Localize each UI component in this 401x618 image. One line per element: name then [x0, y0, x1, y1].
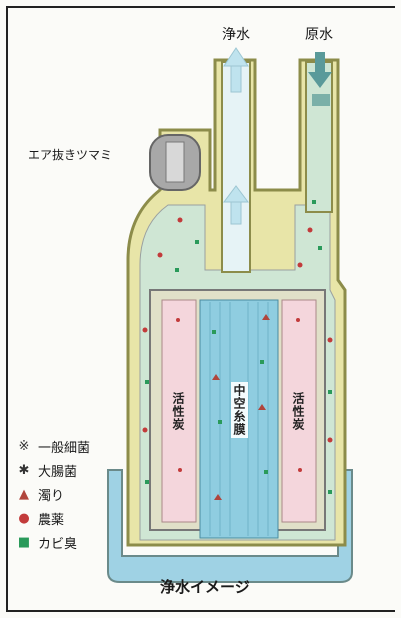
raw-water-arrow [308, 52, 332, 106]
legend-item-pesticide: ● 農薬 [16, 506, 126, 530]
carbon-left [161, 299, 197, 523]
raw-water-label: 原水 [305, 27, 333, 43]
legend: ※ 一般細菌 ✱ 大腸菌 ▲ 濁り ● 農薬 ■ カビ臭 [16, 434, 126, 554]
legend-label: 濁り [38, 488, 65, 504]
triangle-icon: ▲ [19, 486, 29, 502]
carbon-right [281, 299, 317, 523]
clean-water-arrow [223, 47, 249, 225]
diagram-caption: 浄水イメージ [160, 578, 250, 596]
legend-item-musty-odor: ■ カビ臭 [16, 530, 126, 554]
asterisk-mark-icon: ※ [18, 438, 30, 454]
frame-border [6, 6, 395, 612]
circle-icon: ● [18, 510, 30, 526]
outlet-pipe [221, 61, 251, 273]
fiber-lines [209, 302, 269, 536]
inlet-pipe [305, 61, 333, 213]
square-icon: ■ [17, 534, 31, 550]
legend-label: カビ臭 [38, 536, 78, 552]
star-mark-icon: ✱ [18, 462, 30, 478]
hollow-fiber-label: 中空糸膜 [231, 382, 248, 438]
legend-label: 大腸菌 [38, 464, 78, 480]
legend-item-turbidity: ▲ 濁り [16, 482, 126, 506]
clean-water-label: 浄水 [222, 27, 250, 43]
legend-item-general-bacteria: ※ 一般細菌 [16, 434, 126, 458]
legend-label: 一般細菌 [38, 440, 91, 456]
carbon-left-label: 活性炭 [171, 392, 185, 431]
carbon-right-label: 活性炭 [291, 392, 305, 431]
legend-label: 農薬 [38, 512, 65, 528]
legend-item-e-coli: ✱ 大腸菌 [16, 458, 126, 482]
base-bowl [107, 469, 353, 583]
contaminant-dots [142, 200, 333, 500]
air-vent-label: エア抜きツマミ [28, 148, 113, 162]
